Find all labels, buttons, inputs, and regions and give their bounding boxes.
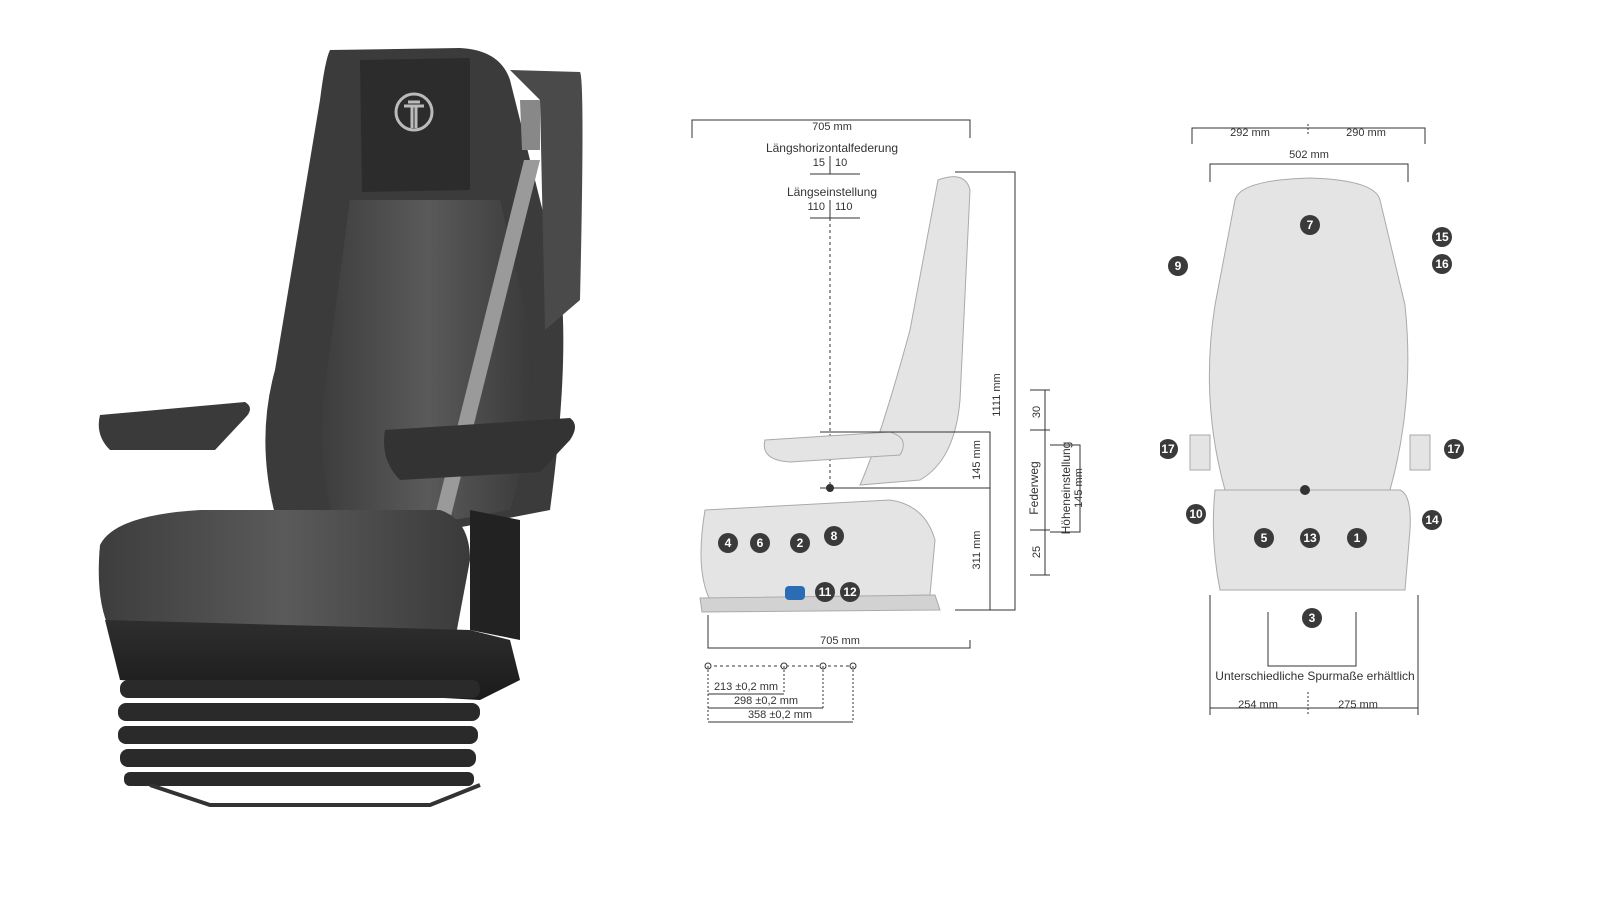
height-adjust-value: 145 mm	[1073, 468, 1085, 508]
badge-circle	[1347, 528, 1367, 548]
seat-photo-illustration	[98, 48, 583, 807]
badge-circle	[1254, 528, 1274, 548]
badge-7: 7	[1307, 218, 1314, 232]
badge-9: 9	[1175, 259, 1182, 273]
suspension-bottom-label: 25	[1031, 546, 1043, 558]
badge-10: 10	[1189, 507, 1203, 521]
overall-height-label: 1111 mm	[991, 373, 1003, 416]
side-view-drawing: 705 mm Längshorizontalfederung 15 10 Län…	[691, 119, 1085, 723]
badge-circle	[790, 533, 810, 553]
mount-distance-2: 298 ±0,2 mm	[734, 695, 798, 707]
front-view-drawing: 292 mm 290 mm 502 mm 7 9 15 16 17 17	[1158, 124, 1464, 716]
badge-circle	[1168, 256, 1188, 276]
half-width-right: 290 mm	[1346, 127, 1386, 139]
badge-6: 6	[757, 536, 764, 550]
badge-16: 16	[1435, 257, 1449, 271]
adjust-forward-value: 110	[835, 201, 853, 213]
badge-12: 12	[843, 585, 857, 599]
badge-3: 3	[1309, 611, 1316, 625]
badge-circle	[1302, 608, 1322, 628]
badge-17-right: 17	[1447, 442, 1461, 456]
badge-circle	[1158, 439, 1178, 459]
badge-circle	[1432, 227, 1452, 247]
front-view-diagram: 292 mm 290 mm 502 mm 7 9 15 16 17 17	[1158, 100, 1580, 750]
height-adjust-label: Höheneinstellung	[1059, 442, 1073, 535]
badge-5: 5	[1261, 531, 1268, 545]
badge-circle	[1300, 215, 1320, 235]
track-note: Unterschiedliche Spurmaße erhältlich	[1215, 669, 1414, 683]
badge-circle	[1432, 254, 1452, 274]
side-badges: 4 6 2 8 11 12	[718, 526, 860, 602]
badge-circle	[840, 582, 860, 602]
badge-circle	[1444, 439, 1464, 459]
track-width-left: 254 mm	[1238, 699, 1278, 711]
badge-circle	[718, 533, 738, 553]
badge-14: 14	[1425, 513, 1439, 527]
seat-height-label: 311 mm	[971, 531, 983, 570]
badge-circle	[1422, 510, 1442, 530]
blue-control-icon	[785, 586, 805, 600]
mount-distance-1: 213 ±0,2 mm	[714, 681, 778, 693]
width-top-dimension: 705 mm	[691, 119, 971, 138]
mount-distance-3: 358 ±0,2 mm	[748, 709, 812, 721]
badge-17-left: 17	[1161, 442, 1175, 456]
badge-circle	[815, 582, 835, 602]
badge-8: 8	[831, 529, 838, 543]
badge-circle	[824, 526, 844, 546]
front-badges: 7 9 15 16 17 17 10 14 5 13 1 3	[1158, 215, 1464, 628]
adjust-back-value: 110	[807, 201, 825, 213]
suspension-travel-label: Federweg	[1027, 461, 1041, 514]
width-bottom-label: 705 mm	[820, 635, 860, 647]
badge-4: 4	[725, 536, 732, 550]
badge-circle	[750, 533, 770, 553]
isolator-forward-value: 10	[835, 157, 847, 169]
badge-circle	[1186, 504, 1206, 524]
fore-aft-adjust-label: Längseinstellung	[787, 185, 877, 199]
width-top-label: 705 mm	[812, 121, 852, 133]
isolator-back-value: 15	[813, 157, 825, 169]
badge-2: 2	[797, 536, 804, 550]
badge-13: 13	[1303, 531, 1317, 545]
badge-15: 15	[1435, 230, 1449, 244]
badge-circle	[1300, 528, 1320, 548]
track-width-right: 275 mm	[1338, 699, 1378, 711]
badge-1: 1	[1354, 531, 1361, 545]
side-view-diagram: 705 mm Längshorizontalfederung 15 10 Län…	[680, 100, 1120, 780]
total-width-label: 502 mm	[1289, 149, 1329, 161]
armrest-height-label: 145 mm	[971, 440, 983, 480]
suspension-top-label: 30	[1031, 406, 1043, 418]
half-width-left: 292 mm	[1230, 127, 1270, 139]
badge-11: 11	[819, 585, 832, 599]
fore-aft-isolator-label: Längshorizontalfederung	[766, 141, 898, 155]
seat-photo	[40, 40, 630, 830]
